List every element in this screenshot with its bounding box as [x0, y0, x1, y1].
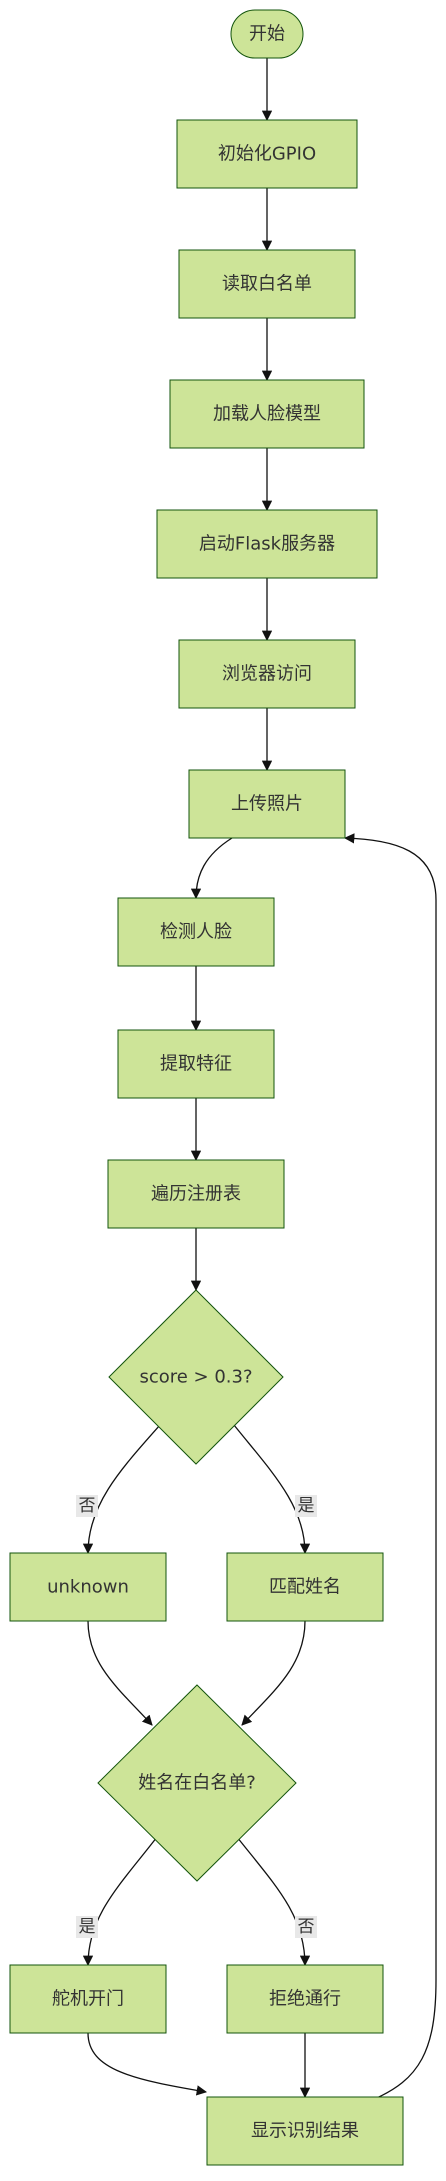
svg-text:浏览器访问: 浏览器访问 — [222, 664, 312, 685]
svg-text:开始: 开始 — [249, 24, 285, 45]
svg-text:是: 是 — [79, 1917, 96, 1937]
node-start: 开始 — [230, 9, 304, 59]
node-servo-open: 舵机开门 — [9, 1964, 167, 2034]
svg-text:score > 0.3?: score > 0.3? — [139, 1367, 252, 1388]
node-iterate-registry: 遍历注册表 — [107, 1159, 285, 1229]
node-load-model: 加载人脸模型 — [169, 379, 365, 449]
edges — [82, 58, 437, 2101]
edge-servo-result — [87, 2032, 208, 2096]
svg-text:舵机开门: 舵机开门 — [52, 1989, 124, 2010]
node-match-name: 匹配姓名 — [226, 1552, 384, 1622]
node-init-gpio: 初始化GPIO — [176, 119, 358, 189]
svg-text:unknown: unknown — [47, 1577, 129, 1598]
node-score-decision: score > 0.3? — [108, 1289, 284, 1465]
svg-text:姓名在白名单?: 姓名在白名单? — [138, 1773, 256, 1794]
svg-text:否: 否 — [298, 1917, 315, 1937]
node-unknown: unknown — [9, 1552, 167, 1622]
svg-text:加载人脸模型: 加载人脸模型 — [213, 404, 321, 425]
nodes: 开始 初始化GPIO 读取白名单 加载人脸模型 启动Flask服务器 浏览器访问… — [9, 9, 404, 2166]
edge-label-score-yes: 是 — [295, 1495, 317, 1517]
svg-text:遍历注册表: 遍历注册表 — [151, 1184, 241, 1205]
edge-whitelist-deny — [236, 1836, 311, 1967]
edge-match-whitelist — [241, 1620, 306, 1726]
svg-text:启动Flask服务器: 启动Flask服务器 — [199, 534, 335, 555]
edge-upload-detect — [190, 837, 233, 900]
edge-labels: 否 是 是 否 — [76, 1495, 317, 1938]
node-extract-features: 提取特征 — [117, 1029, 275, 1099]
node-detect-face: 检测人脸 — [117, 897, 275, 967]
edge-label-whitelist-no: 否 — [295, 1916, 317, 1938]
svg-text:显示识别结果: 显示识别结果 — [251, 2121, 359, 2142]
edge-score-match — [233, 1424, 311, 1555]
node-browser-access: 浏览器访问 — [178, 639, 356, 709]
svg-text:检测人脸: 检测人脸 — [160, 922, 232, 943]
node-whitelist-decision: 姓名在白名单? — [97, 1684, 297, 1882]
node-read-whitelist: 读取白名单 — [178, 249, 356, 319]
svg-text:否: 否 — [79, 1496, 96, 1516]
edge-label-score-no: 否 — [76, 1495, 98, 1517]
edge-result-upload — [343, 833, 437, 2101]
node-show-result: 显示识别结果 — [206, 2096, 404, 2166]
svg-text:拒绝通行: 拒绝通行 — [269, 1989, 341, 2010]
svg-text:上传照片: 上传照片 — [231, 794, 303, 815]
svg-text:初始化GPIO: 初始化GPIO — [218, 144, 316, 165]
node-deny-access: 拒绝通行 — [226, 1964, 384, 2034]
edge-unknown-whitelist — [87, 1620, 153, 1726]
edge-score-unknown — [82, 1424, 161, 1555]
node-upload-photo: 上传照片 — [188, 769, 346, 839]
svg-text:提取特征: 提取特征 — [160, 1054, 232, 1075]
node-start-flask: 启动Flask服务器 — [156, 509, 378, 579]
svg-text:读取白名单: 读取白名单 — [222, 274, 312, 295]
svg-text:是: 是 — [298, 1496, 315, 1516]
edge-label-whitelist-yes: 是 — [76, 1916, 98, 1938]
svg-text:匹配姓名: 匹配姓名 — [269, 1577, 341, 1598]
edge-whitelist-servo — [82, 1836, 158, 1967]
